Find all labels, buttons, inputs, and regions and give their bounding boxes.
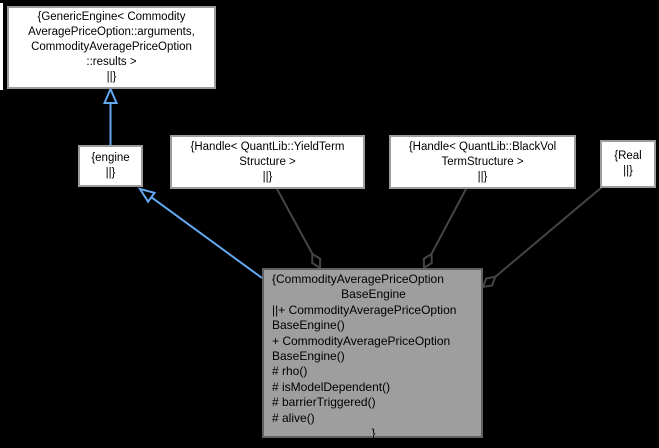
hollow-triangle-arrowhead-icon bbox=[102, 86, 119, 104]
node-label-line: ||} bbox=[106, 71, 117, 83]
node-label-line: ||} bbox=[262, 170, 273, 183]
node-label-line: ||+ CommodityAveragePriceOption bbox=[272, 302, 457, 317]
node-label-line: + CommodityAveragePriceOption bbox=[272, 333, 451, 348]
node-handle-blackvoltermstructure[interactable]: {Handle< QuantLib::BlackVol TermStructur… bbox=[389, 135, 576, 189]
node-label-line: # isModelDependent() bbox=[272, 379, 391, 394]
inheritance-edge-main-to-engine bbox=[150, 196, 263, 279]
node-label-line: {Real bbox=[614, 150, 642, 162]
hollow-diamond-icon bbox=[481, 275, 497, 289]
node-label-line: ||} bbox=[105, 167, 116, 179]
hollow-diamond-icon bbox=[422, 252, 433, 270]
node-label-line: Structure > bbox=[239, 155, 296, 168]
node-label-line: } bbox=[371, 426, 376, 441]
node-label-line: BaseEngine bbox=[341, 287, 406, 302]
node-real[interactable]: {Real ||} bbox=[600, 140, 656, 188]
node-label-line: {CommodityAveragePriceOption bbox=[272, 272, 444, 286]
node-generic-engine[interactable]: {GenericEngine< Commodity AveragePriceOp… bbox=[7, 6, 216, 89]
node-label-line: ::results > bbox=[86, 56, 137, 68]
hollow-triangle-arrowhead-icon bbox=[137, 187, 157, 204]
node-label-line: BaseEngine() bbox=[272, 318, 345, 333]
node-label-line: {GenericEngine< Commodity bbox=[37, 11, 186, 23]
node-label-line: AveragePriceOption::arguments, bbox=[28, 26, 195, 38]
node-label-line: {Handle< QuantLib::BlackVol bbox=[408, 140, 557, 153]
node-label-line: CommodityAveragePriceOption bbox=[31, 41, 192, 53]
node-label-line: TermStructure > bbox=[441, 155, 524, 168]
clipped-node-fragment bbox=[0, 3, 3, 90]
node-engine[interactable]: {engine ||} bbox=[78, 145, 143, 187]
node-label-line: {engine bbox=[91, 152, 130, 164]
node-label-line: ||} bbox=[477, 170, 488, 183]
node-label-line: # barrierTriggered() bbox=[272, 395, 376, 410]
node-label-line: {Handle< QuantLib::YieldTerm bbox=[190, 140, 345, 153]
node-label-line: # alive() bbox=[272, 410, 315, 425]
aggregation-edge-real-to-main bbox=[494, 186, 603, 278]
node-commodity-average-price-option-base-engine[interactable]: {CommodityAveragePriceOption BaseEngine … bbox=[262, 268, 483, 441]
node-label-line: ||} bbox=[623, 165, 633, 177]
node-label-line: # rho() bbox=[272, 364, 308, 379]
aggregation-edge-blackvol-to-main bbox=[430, 188, 467, 255]
hollow-diamond-icon bbox=[311, 252, 322, 270]
node-label-line: BaseEngine() bbox=[272, 349, 345, 364]
aggregation-edge-yieldterm-to-main bbox=[276, 188, 314, 255]
node-handle-yieldtermstructure[interactable]: {Handle< QuantLib::YieldTerm Structure >… bbox=[170, 135, 365, 189]
